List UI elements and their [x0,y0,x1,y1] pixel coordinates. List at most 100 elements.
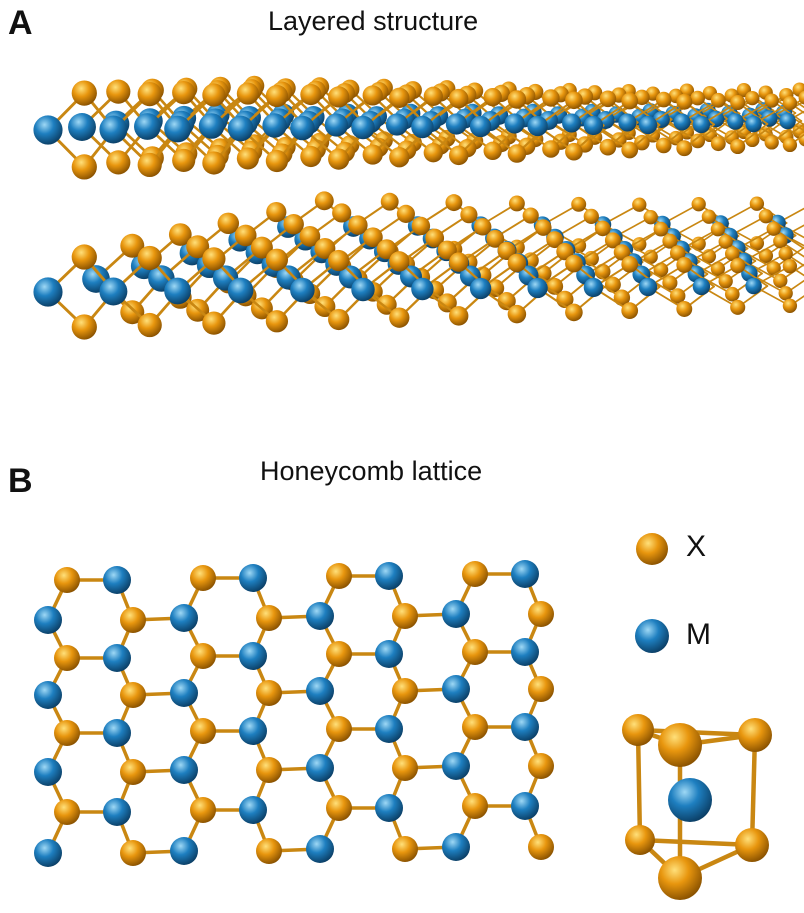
atom-x [724,286,740,302]
atom-x [758,248,774,263]
atom-x [332,203,352,223]
atom-x [71,244,97,270]
atom-m [34,758,62,786]
atom-row [33,80,804,180]
atom-x [565,254,583,273]
atom-m [511,792,539,820]
atom-x [326,563,352,589]
atom-x [782,259,798,274]
atom-x [256,680,282,706]
atom-x [571,196,587,212]
atom-x [448,88,469,109]
atom-x [202,83,226,107]
atom-m [33,115,63,145]
atom-x [594,220,611,237]
atom-m [306,602,334,630]
atom-m [583,277,604,298]
atom-x [234,224,257,247]
atom-x [137,312,162,338]
atom-x [483,141,502,161]
atom-x [658,856,702,900]
atom-x [738,718,772,752]
atom-x [392,836,418,862]
atom-x [730,138,746,155]
atom-x [745,132,760,148]
atom-m [239,796,267,824]
atom-x [766,261,781,276]
atom-m [692,115,711,134]
atom-m [618,113,637,132]
atom-x [634,134,650,151]
atom-x [730,94,746,111]
atom-m [34,606,62,634]
atom-x [507,253,527,273]
atom-x [690,90,706,106]
atom-x [462,561,488,587]
atom-x [764,93,779,108]
atom-x [120,300,145,325]
atom-x [662,233,678,249]
atom-x [448,252,469,272]
atom-x [462,793,488,819]
atom-m [351,115,375,140]
atom-x [565,142,583,161]
atom-x [348,215,368,235]
atom-x [546,231,564,249]
atom-x [376,239,397,260]
atom-m [351,277,375,302]
atom-x [106,150,131,175]
atom-x [486,229,505,248]
atom-x [392,603,418,629]
atom-x [54,567,80,593]
atom-x [326,716,352,742]
atom-m [745,277,762,295]
atom-x [120,759,146,785]
atom-m [103,719,131,747]
atom-x [613,289,631,306]
atom-x [701,209,717,224]
atom-m [290,277,315,303]
atom-m [638,277,658,297]
atom-m [103,566,131,594]
atom-x [724,246,740,262]
atom-x [507,90,527,109]
atom-x [690,133,706,149]
atom-x [507,304,527,324]
atom-x [54,645,80,671]
atom-x [460,206,478,224]
atom-x [437,240,457,260]
atom-m [745,115,762,133]
atom-x [599,90,617,108]
atom-x [376,294,397,315]
atom-x [542,140,560,158]
atom-x [613,244,631,261]
atom-x [265,84,289,108]
atom-x [662,275,678,291]
atom-m [290,115,315,141]
honeycomb-lattice [34,560,554,867]
atom-m [527,115,548,137]
panel-a-title: Layered structure [268,6,479,36]
atom-x [71,154,97,180]
atom-x [362,85,383,106]
atom-x [655,137,672,154]
atom-x [583,208,599,224]
atom-x [425,228,445,248]
atom-x [411,216,431,236]
atom-x [396,204,415,223]
atom-x [283,214,304,235]
atom-m [779,112,796,130]
atom-x [782,137,798,153]
atom-m [227,277,254,304]
atom-m [527,277,548,299]
atom-x [389,251,410,272]
atom-x [168,223,192,246]
atom-x [764,135,779,150]
atom-x [676,257,693,273]
atom-x [778,246,793,261]
atom-m [511,638,539,666]
atom-m [673,113,691,131]
atom-x [389,87,410,108]
bond [637,837,755,848]
atom-x [392,755,418,781]
